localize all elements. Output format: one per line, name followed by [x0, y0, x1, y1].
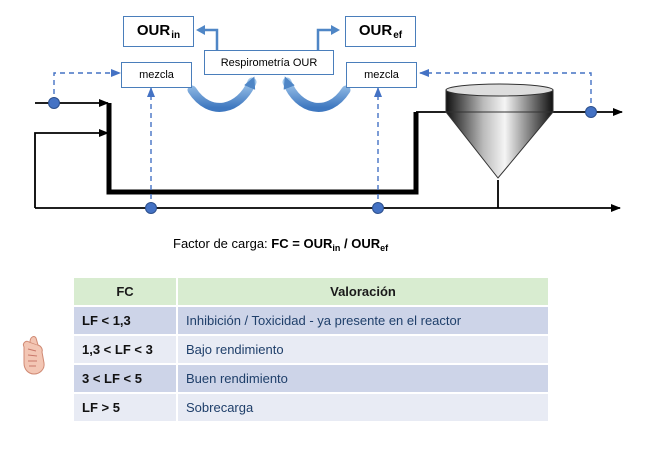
result-arrows: [196, 25, 340, 50]
formula-expression: FC = OURin / OURef: [271, 236, 389, 253]
load-factor-formula: Factor de carga: FC = OURin / OURef: [173, 236, 388, 253]
sample-node-influent: [48, 97, 60, 109]
valoracion-cell: Inhibición / Toxicidad - ya presente en …: [178, 307, 548, 334]
sample-node-effluent: [585, 106, 597, 118]
our-ef-label: OURef: [358, 22, 403, 41]
header-valoracion: Valoración: [178, 278, 548, 305]
fc-cell: LF > 5: [74, 394, 178, 421]
process-diagram: [34, 25, 623, 214]
our-ef-box: OURef: [345, 16, 416, 47]
mix-right-label: mezcla: [364, 69, 399, 81]
fc-cell: 1,3 < LF < 3: [74, 336, 178, 363]
valoracion-cell: Sobrecarga: [178, 394, 548, 421]
table-row: 3 < LF < 5 Buen rendimiento: [74, 365, 548, 392]
header-fc: FC: [74, 278, 178, 305]
table-row: LF > 5 Sobrecarga: [74, 394, 548, 421]
sample-nodes: [48, 97, 597, 214]
our-in-box: OURin: [123, 16, 194, 47]
valuation-table: FC Valoración LF < 1,3 Inhibición / Toxi…: [74, 276, 548, 423]
sample-node-right: [372, 202, 384, 214]
table-header-row: FC Valoración: [74, 278, 548, 305]
our-in-label: OURin: [136, 22, 181, 41]
respirometry-label: Respirometría OUR: [220, 56, 318, 69]
fc-cell: LF < 1,3: [74, 307, 178, 334]
settler-tank-icon: [444, 83, 555, 179]
sample-node-left: [145, 202, 157, 214]
mix-left-box: mezcla: [121, 62, 192, 88]
curved-arrow-icon: [187, 76, 351, 112]
valoracion-cell: Bajo rendimiento: [178, 336, 548, 363]
table-row: 1,3 < LF < 3 Bajo rendimiento: [74, 336, 548, 363]
pointing-hand-icon: [23, 336, 45, 375]
up-right-arrow-icon: [316, 28, 333, 50]
up-left-arrow-icon: [203, 28, 219, 50]
respirometry-box: Respirometría OUR: [204, 50, 334, 75]
mix-right-box: mezcla: [346, 62, 417, 88]
table-row: LF < 1,3 Inhibición / Toxicidad - ya pre…: [74, 307, 548, 334]
fc-cell: 3 < LF < 5: [74, 365, 178, 392]
mix-left-label: mezcla: [139, 69, 174, 81]
sample-lines: [53, 69, 592, 208]
formula-prefix: Factor de carga:: [173, 236, 268, 251]
valoracion-cell: Buen rendimiento: [178, 365, 548, 392]
